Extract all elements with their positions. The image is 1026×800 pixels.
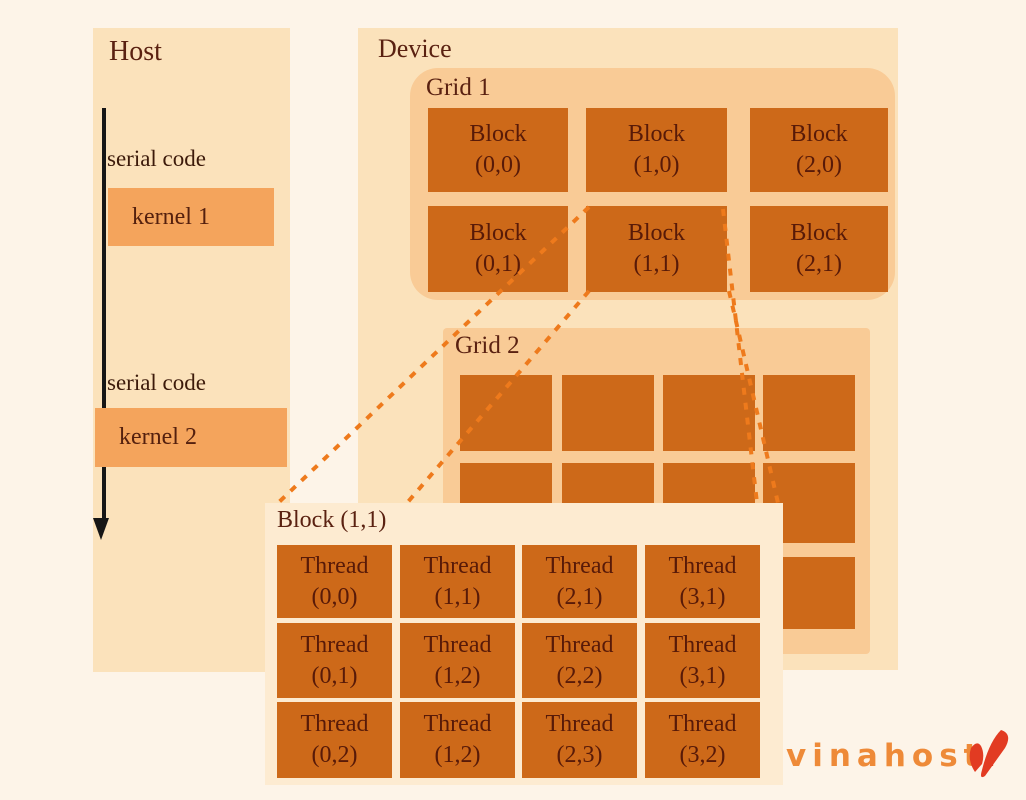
thread-3-0: Thread (3,1) [645,545,760,618]
grid2-block [460,375,552,451]
grid1-block-1-1: Block (1,1) [586,206,727,292]
thread-2-1: Thread (2,2) [522,623,637,698]
host-title: Host [109,36,162,67]
thread-0-2: Thread (0,2) [277,702,392,778]
grid1-block-1-0: Block (1,0) [586,108,727,192]
grid1-block-2-1: Block (2,1) [750,206,888,292]
serial-code-label-2: serial code [107,370,206,395]
kernel-2-box: kernel 2 [95,408,287,467]
grid1-block-0-0: Block (0,0) [428,108,568,192]
thread-3-1: Thread (3,1) [645,623,760,698]
block-detail-title: Block (1,1) [277,507,387,533]
vinahost-check-icon [969,730,1009,778]
grid2-title: Grid 2 [455,332,520,359]
thread-3-2: Thread (3,2) [645,702,760,778]
host-panel: Host serial code kernel 1 serial code ke… [93,28,290,672]
grid1-block-2-0: Block (2,0) [750,108,888,192]
arrow-down-icon [93,518,109,540]
grid2-block [763,375,855,451]
grid1-title: Grid 1 [426,74,491,101]
thread-1-0: Thread (1,1) [400,545,515,618]
thread-2-0: Thread (2,1) [522,545,637,618]
grid2-block [663,375,755,451]
device-title: Device [378,34,452,63]
thread-1-1: Thread (1,2) [400,623,515,698]
thread-0-1: Thread (0,1) [277,623,392,698]
serial-flow-line [102,108,106,520]
grid2-block [562,375,654,451]
thread-2-2: Thread (2,3) [522,702,637,778]
grid1-block-0-1: Block (0,1) [428,206,568,292]
thread-0-0: Thread (0,0) [277,545,392,618]
grid1-panel: Grid 1 Block (0,0) Block (1,0) Block (2,… [410,68,895,300]
thread-1-2: Thread (1,2) [400,702,515,778]
serial-code-label-1: serial code [107,146,206,171]
kernel-1-box: kernel 1 [108,188,274,246]
block-detail-panel: Block (1,1) Thread (0,0) Thread (1,1) Th… [265,503,783,785]
